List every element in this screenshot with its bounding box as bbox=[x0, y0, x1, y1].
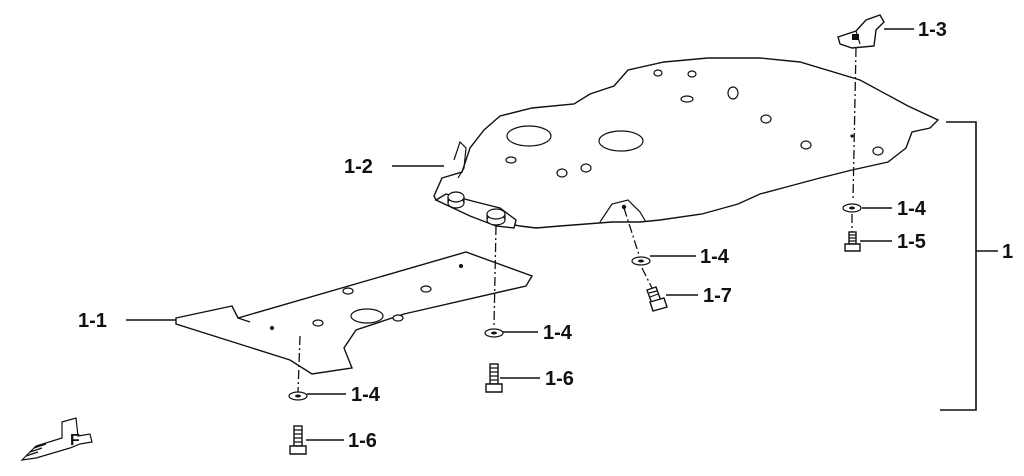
callout-bolt-angled: 1-7 bbox=[703, 285, 732, 307]
assembly-centerlines bbox=[297, 47, 857, 393]
leader-lines bbox=[126, 28, 998, 441]
callout-clip: 1-3 bbox=[918, 19, 947, 41]
callout-skid-plate-front: 1-2 bbox=[344, 156, 373, 178]
callout-bolt-long-middle: 1-6 bbox=[545, 368, 574, 390]
bolt-long-left bbox=[289, 425, 307, 455]
callout-washer-left: 1-4 bbox=[351, 384, 381, 406]
washer-right bbox=[842, 203, 862, 213]
callout-assembly: 1 bbox=[1002, 241, 1013, 263]
callout-washer-center: 1-4 bbox=[700, 246, 730, 268]
callout-washer-right: 1-4 bbox=[897, 198, 927, 220]
callout-bolt-short: 1-5 bbox=[897, 231, 926, 253]
callout-bolt-long-left: 1-6 bbox=[348, 430, 377, 452]
washer-middle bbox=[484, 328, 504, 338]
callout-skid-plate-rear: 1-1 bbox=[78, 310, 107, 332]
front-direction-icon: F bbox=[20, 417, 93, 461]
bolt-angled bbox=[646, 286, 668, 312]
callout-washer-middle: 1-4 bbox=[543, 322, 573, 344]
clip-part bbox=[837, 14, 885, 49]
skid-plate-rear bbox=[175, 251, 534, 375]
front-marker-letter: F bbox=[70, 432, 80, 449]
washer-left bbox=[288, 391, 308, 401]
bolt-short bbox=[844, 231, 861, 252]
washer-center bbox=[631, 256, 651, 266]
skid-plate-front bbox=[433, 57, 940, 229]
bolt-long-middle bbox=[485, 363, 503, 393]
